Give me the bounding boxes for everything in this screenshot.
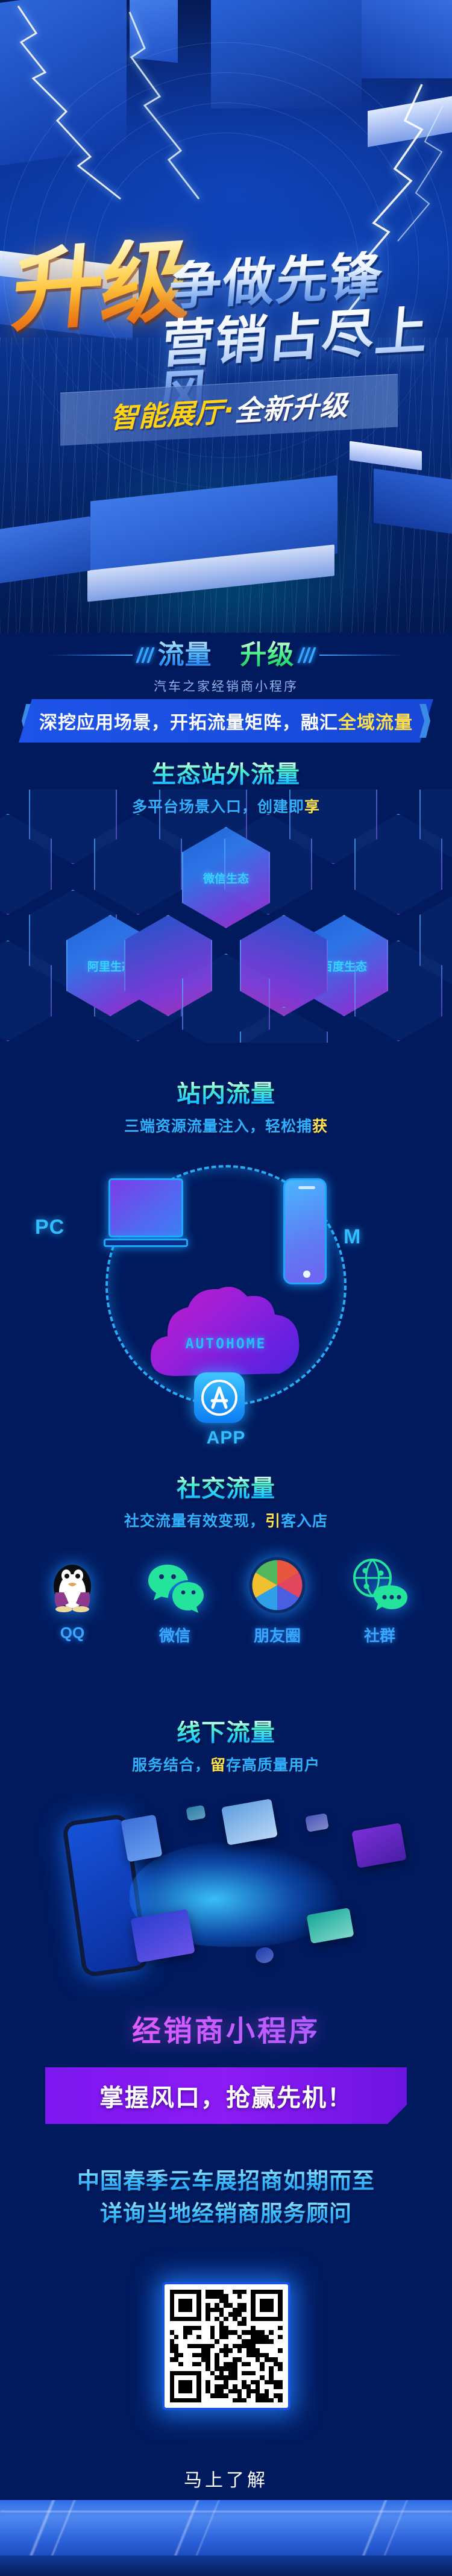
social-item-wechat[interactable]: 微信 [130,1555,220,1646]
avatar-card [121,1814,163,1862]
ribbon-banner: 深挖应用场景，开拓流量矩阵，融汇全域流量 [0,699,452,743]
divider-left [48,655,133,656]
social-item-qq[interactable]: QQ [27,1555,118,1642]
block-title: 线下流量 [0,1721,452,1745]
cta-title: 经销商小程序 [0,2007,452,2049]
block-title: 生态站外流量 [0,762,452,787]
social-label: 社群 [363,1627,395,1645]
block-on-site-traffic: 站内流量 三端资源流量注入，轻松捕获 [0,1082,452,1136]
ribbon-text: 深挖应用场景，开拓流量矩阵，融汇 [39,713,338,733]
avatar-card [186,1805,206,1821]
block-subtitle: 社交流量有效变现，引客入店 [124,1513,328,1530]
cta-button-wrap: 掌握风口，抢赢先机！ [0,2067,452,2124]
hex-label: 阿里生态 [87,960,133,973]
ribbon-highlight: 全域流量 [338,713,413,733]
section-title-blue: 流量 [157,639,212,670]
community-icon [350,1555,410,1615]
hero-subbanner-gold: 智能展厅 [110,395,224,435]
block-title: 站内流量 [0,1082,452,1106]
lightning-icon [17,5,444,327]
social-item-moments[interactable]: 朋友圈 [232,1555,322,1646]
qq-penguin-icon [42,1555,102,1615]
closing-line-1: 中国春季云车展招商如期而至 [0,2165,452,2197]
avatar-card [130,1909,195,1963]
hero-banner: 升级 争做先锋 营销占尽上风 智能展厅 · 全新升级 [0,0,452,633]
avatar-card [254,1946,275,1965]
cta-button[interactable]: 掌握风口，抢赢先机！ [45,2067,407,2124]
ribbon: 深挖应用场景，开拓流量矩阵，融汇全域流量 [19,699,433,743]
slash-deco-right [297,647,317,663]
hexagon-grid: 微信生态 阿里生态 百度生态 [0,790,452,1043]
offline-scene [0,1793,452,1998]
avatar-card [221,1798,278,1846]
social-label: 微信 [159,1627,190,1645]
block-subtitle: 服务结合，留存高质量用户 [131,1757,321,1774]
m-label: M [344,1225,362,1248]
hero-subbanner-white: 全新升级 [234,388,348,428]
hero-title-line1: 争做先锋 [166,245,386,318]
moments-icon [247,1555,307,1615]
social-label: 朋友圈 [253,1627,301,1645]
closing-lines: 中国春季云车展招商如期而至 详询当地经销商服务顾问 [0,2165,452,2229]
app-store-icon[interactable] [194,1372,245,1423]
qr-caption: 马上了解 [184,2471,268,2490]
section-header-line: 流量 升级 [0,642,452,668]
cloud-label: AUTOHOME [185,1336,267,1352]
hero-block-4 [362,0,452,78]
hero-subbanner-dot: · [223,393,235,427]
social-item-community[interactable]: 社群 [334,1555,425,1646]
block-subtitle: 三端资源流量注入，轻松捕获 [124,1118,328,1135]
divider-right [319,655,404,656]
slash-deco-left [135,647,155,663]
device-diagram: PC M AUTOHOME APP [0,1148,452,1448]
section-header: 流量 升级 汽车之家经销商小程序 [0,642,452,695]
social-channels: QQ 微信 [0,1555,452,1688]
block-title: 社交流量 [0,1477,452,1501]
qr-code[interactable] [164,2284,288,2408]
pc-label: PC [35,1216,65,1239]
laptop-icon [104,1178,188,1248]
qr-code-wrap [0,2284,452,2408]
section-subtitle: 汽车之家经销商小程序 [154,680,298,694]
closing-line-2: 详询当地经销商服务顾问 [0,2197,452,2230]
app-label: APP [206,1428,246,1448]
avatar-card [305,1813,329,1832]
mobile-phone-icon [283,1178,327,1284]
block-offline-traffic: 线下流量 服务结合，留存高质量用户 [0,1721,452,1775]
cloud-icon: AUTOHOME [151,1286,301,1376]
section-title-green: 升级 [240,639,295,670]
bottom-fill [0,2556,452,2576]
qr-code-grid [169,2290,283,2402]
social-label: QQ [60,1624,85,1642]
avatar-card [351,1823,407,1868]
wechat-icon [145,1555,205,1615]
block-social-traffic: 社交流量 社交流量有效变现，引客入店 [0,1477,452,1531]
